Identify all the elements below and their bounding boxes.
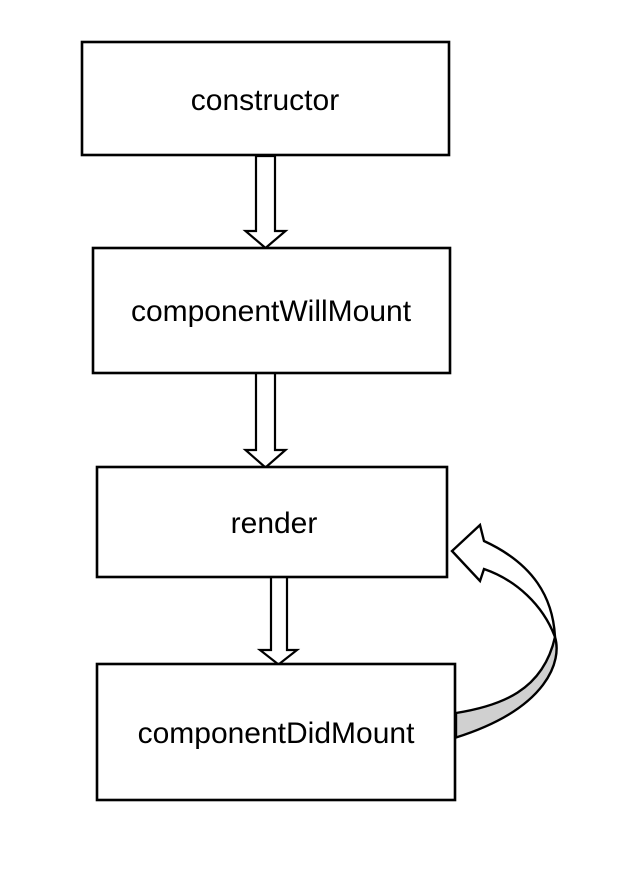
curved-arrow-didmount-to-render-icon	[450, 522, 557, 638]
node-label-componentdidmount: componentDidMount	[138, 717, 415, 750]
node-box-render	[95, 465, 449, 579]
node-label-render: render	[231, 507, 318, 540]
node-componentdidmount: componentDidMount	[95, 662, 457, 802]
node-constructor: constructor	[80, 40, 451, 157]
node-label-constructor: constructor	[191, 84, 339, 117]
arrow-componentwillmount-to-render-icon	[242, 370, 289, 469]
node-render: render	[95, 465, 449, 579]
curved-arrow-ribbon-back	[454, 635, 558, 739]
node-box-componentwillmount	[91, 246, 452, 375]
node-box-componentdidmount	[95, 662, 457, 802]
node-componentwillmount: componentWillMount	[91, 246, 452, 375]
node-box-constructor	[80, 40, 451, 157]
arrow-render-to-componentdidmount-icon	[256, 574, 301, 666]
node-label-componentwillmount: componentWillMount	[131, 295, 412, 328]
arrow-constructor-to-componentwillmount-icon	[242, 154, 289, 250]
